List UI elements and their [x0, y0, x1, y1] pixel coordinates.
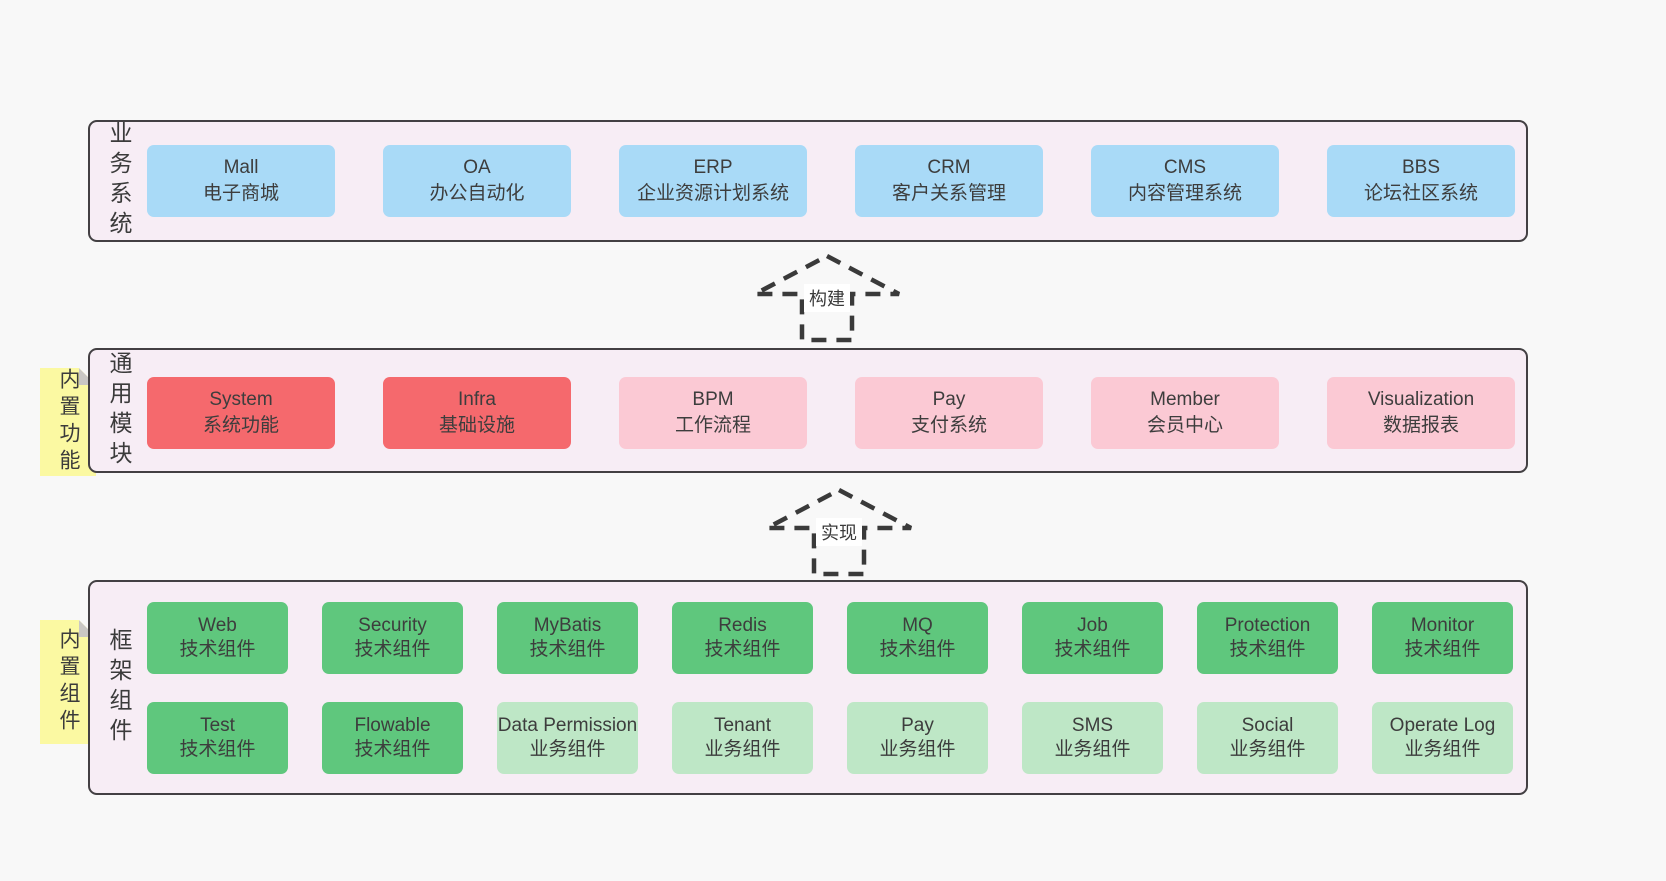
box-mybatis: MyBatis 技术组件	[497, 602, 638, 674]
layer-label-common-modules: 通用模块	[106, 350, 132, 471]
box-visualization: Visualization 数据报表	[1327, 377, 1515, 449]
box-subtitle: 系统功能	[202, 415, 279, 436]
box-title: Web	[198, 615, 237, 636]
box-subtitle: 技术组件	[879, 639, 956, 660]
box-bpm: BPM 工作流程	[619, 377, 807, 449]
box-subtitle: 业务组件	[1229, 739, 1306, 760]
box-title: Data Permission	[497, 715, 638, 736]
box-title: Job	[1077, 615, 1108, 636]
box-system: System 系统功能	[147, 377, 335, 449]
box-bbs: BBS 论坛社区系统	[1327, 145, 1515, 217]
box-title: Pay	[901, 715, 934, 736]
box-monitor: Monitor 技术组件	[1372, 602, 1513, 674]
box-cms: CMS 内容管理系统	[1091, 145, 1279, 217]
box-subtitle: 业务组件	[1404, 739, 1481, 760]
box-subtitle: 技术组件	[179, 639, 256, 660]
box-title: ERP	[693, 157, 733, 178]
box-subtitle: 技术组件	[529, 639, 606, 660]
box-title: Protection	[1224, 615, 1311, 636]
box-title: System	[209, 389, 273, 410]
arrow-implement: 实现	[764, 487, 914, 577]
box-subtitle: 支付系统	[910, 415, 987, 436]
box-title: Member	[1150, 389, 1220, 410]
sticky-label: 内置组件	[57, 628, 80, 736]
layer-label-framework-components: 框架组件	[106, 627, 132, 748]
box-title: Visualization	[1367, 389, 1475, 410]
box-pay-module: Pay 支付系统	[855, 377, 1043, 449]
box-title: CMS	[1163, 157, 1207, 178]
box-title: Tenant	[713, 715, 772, 736]
box-subtitle: 论坛社区系统	[1363, 183, 1478, 204]
box-operate-log: Operate Log 业务组件	[1372, 702, 1513, 774]
box-title: Redis	[718, 615, 767, 636]
box-subtitle: 会员中心	[1146, 415, 1223, 436]
arrow-implement-label: 实现	[816, 518, 862, 546]
box-crm: CRM 客户关系管理	[855, 145, 1043, 217]
arrow-build-label: 构建	[804, 284, 850, 312]
box-subtitle: 企业资源计划系统	[636, 183, 789, 204]
box-title: OA	[463, 157, 491, 178]
box-subtitle: 业务组件	[529, 739, 606, 760]
box-infra: Infra 基础设施	[383, 377, 571, 449]
box-security: Security 技术组件	[322, 602, 463, 674]
layer-business-systems: 业务系统 Mall 电子商城 OA 办公自动化 ERP 企业资源计划系统 CRM…	[88, 120, 1528, 242]
box-title: MQ	[902, 615, 933, 636]
box-sms: SMS 业务组件	[1022, 702, 1163, 774]
box-subtitle: 技术组件	[1054, 639, 1131, 660]
box-subtitle: 技术组件	[1404, 639, 1481, 660]
box-test: Test 技术组件	[147, 702, 288, 774]
dashed-up-arrow-icon	[765, 487, 913, 577]
box-subtitle: 技术组件	[704, 639, 781, 660]
box-title: Operate Log	[1389, 715, 1496, 736]
box-subtitle: 客户关系管理	[891, 183, 1006, 204]
box-member: Member 会员中心	[1091, 377, 1279, 449]
box-subtitle: 工作流程	[674, 415, 751, 436]
box-oa: OA 办公自动化	[383, 145, 571, 217]
layer-label-business-systems: 业务系统	[106, 121, 132, 241]
box-subtitle: 基础设施	[438, 415, 515, 436]
box-pay-component: Pay 业务组件	[847, 702, 988, 774]
box-title: Pay	[932, 389, 966, 410]
sticky-label: 内置功能	[57, 368, 80, 476]
box-title: BPM	[692, 389, 734, 410]
box-mall: Mall 电子商城	[147, 145, 335, 217]
box-subtitle: 办公自动化	[429, 183, 525, 204]
box-subtitle: 内容管理系统	[1127, 183, 1242, 204]
box-title: Test	[200, 715, 235, 736]
box-title: Social	[1241, 715, 1294, 736]
layer-framework-components: 框架组件 Web 技术组件 Security 技术组件 MyBatis 技术组件…	[88, 580, 1528, 795]
box-data-permission: Data Permission 业务组件	[497, 702, 638, 774]
box-subtitle: 业务组件	[1054, 739, 1131, 760]
dashed-up-arrow-icon	[753, 253, 901, 343]
box-title: BBS	[1401, 157, 1441, 178]
box-erp: ERP 企业资源计划系统	[619, 145, 807, 217]
box-mq: MQ 技术组件	[847, 602, 988, 674]
box-title: Flowable	[354, 715, 431, 736]
box-subtitle: 技术组件	[179, 739, 256, 760]
box-subtitle: 业务组件	[704, 739, 781, 760]
box-subtitle: 技术组件	[354, 639, 431, 660]
box-subtitle: 业务组件	[879, 739, 956, 760]
box-title: Monitor	[1410, 615, 1475, 636]
arrow-build: 构建	[752, 253, 902, 343]
box-title: Infra	[457, 389, 497, 410]
box-title: SMS	[1071, 715, 1114, 736]
box-web: Web 技术组件	[147, 602, 288, 674]
box-redis: Redis 技术组件	[672, 602, 813, 674]
box-job: Job 技术组件	[1022, 602, 1163, 674]
box-flowable: Flowable 技术组件	[322, 702, 463, 774]
box-tenant: Tenant 业务组件	[672, 702, 813, 774]
box-subtitle: 电子商城	[202, 183, 279, 204]
box-social: Social 业务组件	[1197, 702, 1338, 774]
box-subtitle: 技术组件	[354, 739, 431, 760]
box-subtitle: 数据报表	[1382, 415, 1459, 436]
box-title: Mall	[223, 157, 259, 178]
box-title: MyBatis	[533, 615, 602, 636]
box-title: CRM	[927, 157, 971, 178]
box-title: Security	[358, 615, 427, 636]
sticky-note-built-in-features: 内置功能	[40, 368, 96, 476]
box-protection: Protection 技术组件	[1197, 602, 1338, 674]
layer-common-modules: 通用模块 System 系统功能 Infra 基础设施 BPM 工作流程 Pay…	[88, 348, 1528, 473]
box-subtitle: 技术组件	[1229, 639, 1306, 660]
